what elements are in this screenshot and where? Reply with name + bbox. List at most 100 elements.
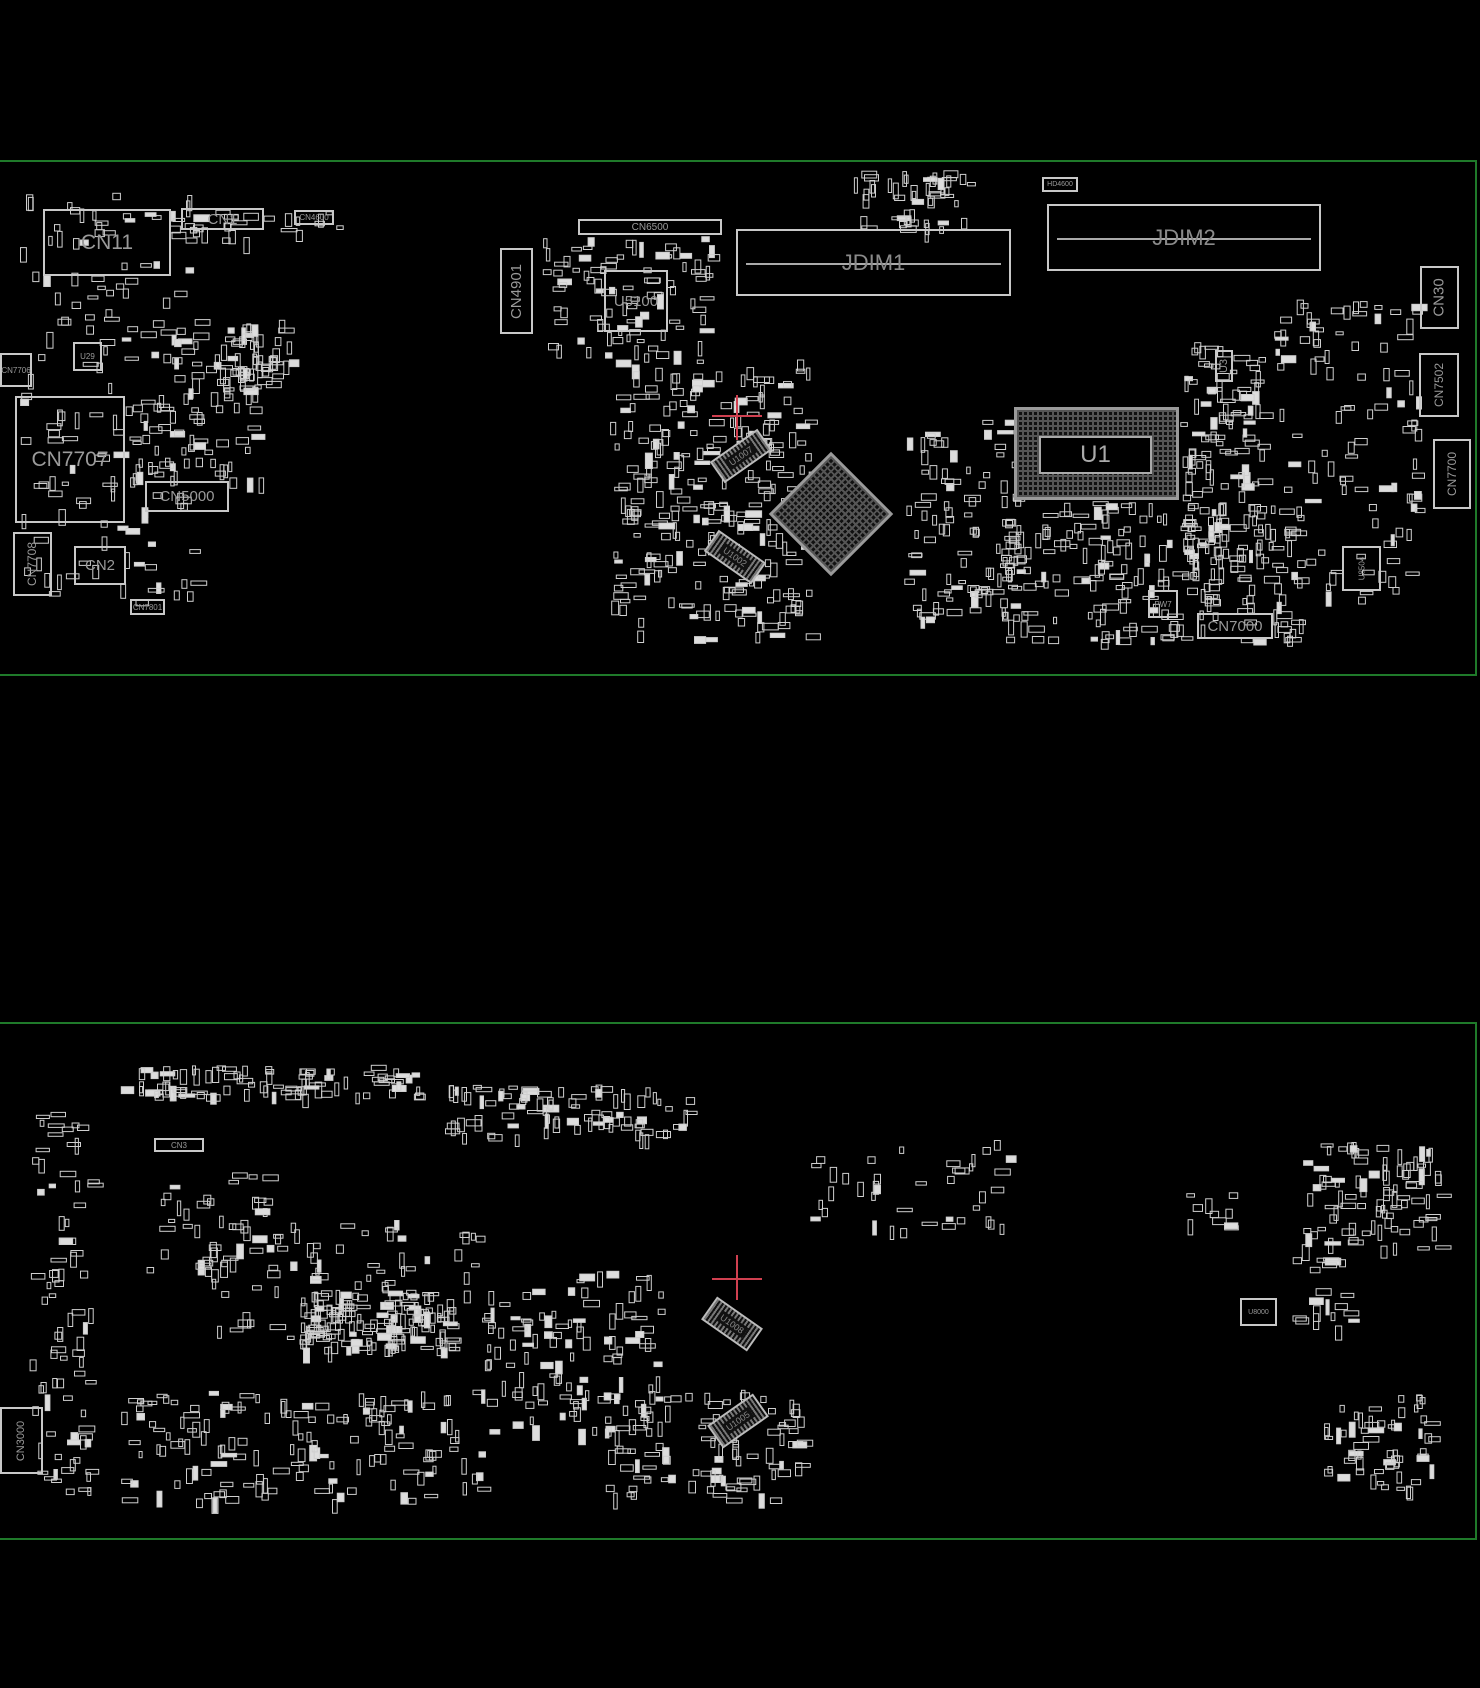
connector-cn7000[interactable]: CN7000 — [1197, 613, 1273, 639]
smd-pad — [669, 286, 677, 296]
smd-pad — [461, 1458, 467, 1475]
memory-slot-jdim1[interactable]: JDIM1 — [736, 229, 1011, 296]
smd-pad — [71, 1309, 86, 1316]
smd-pad — [192, 230, 200, 238]
chip-u8000[interactable]: U8000 — [1240, 1298, 1277, 1326]
chip-u29[interactable]: U29 — [73, 342, 102, 371]
smd-pad — [760, 1395, 767, 1404]
connector-cn7707[interactable]: CN7707 — [15, 396, 125, 523]
smd-pad — [929, 439, 937, 446]
smd-pad — [724, 604, 737, 612]
smd-pad — [471, 1263, 480, 1268]
smd-pad — [340, 1291, 352, 1299]
connector-cn2[interactable]: CN2 — [74, 546, 126, 585]
smd-pad — [791, 600, 802, 607]
connector-cn4901[interactable]: CN4901 — [500, 248, 533, 334]
connector-cn7801[interactable]: CN7801 — [130, 599, 165, 615]
smd-pad — [990, 1186, 1005, 1194]
connector-cn4600[interactable]: CN4600 — [294, 210, 334, 225]
smd-pad — [1207, 387, 1216, 395]
smd-pad — [595, 1088, 602, 1098]
smd-pad — [1392, 1242, 1398, 1256]
smd-pad — [94, 220, 109, 226]
smd-pad — [35, 1114, 50, 1120]
cpu-u1[interactable]: U1 — [1014, 407, 1179, 500]
smd-pad — [521, 1086, 539, 1092]
smd-pad — [143, 420, 148, 431]
connector-cn7700[interactable]: CN7700 — [1433, 439, 1471, 509]
smd-pad — [30, 1273, 46, 1280]
smd-pad — [713, 435, 727, 443]
smd-pad — [485, 1100, 497, 1107]
connector-cn3000[interactable]: CN3000 — [0, 1407, 43, 1474]
chip-u8504[interactable]: U8504 — [1342, 546, 1381, 591]
smd-pad — [529, 1416, 534, 1426]
smd-pad — [416, 1086, 421, 1096]
smd-pad — [178, 1093, 196, 1098]
memory-slot-jdim2[interactable]: JDIM2 — [1047, 204, 1321, 271]
smd-pad — [271, 1091, 277, 1105]
smd-pad — [124, 218, 136, 223]
smd-pad — [33, 483, 48, 489]
smd-pad — [921, 469, 930, 475]
smd-pad — [122, 288, 129, 299]
connector-cn1[interactable]: CN1 — [181, 208, 264, 230]
smd-pad — [232, 1172, 248, 1179]
smd-pad — [1296, 506, 1303, 518]
smd-pad — [169, 463, 176, 472]
smd-pad — [215, 405, 224, 414]
smd-pad — [644, 1452, 660, 1457]
smd-pad — [174, 290, 188, 298]
connector-cn7708[interactable]: CN7708 — [13, 532, 52, 596]
connector-cn7706[interactable]: CN7706 — [0, 353, 32, 387]
smd-pad — [285, 1087, 302, 1092]
smd-pad — [488, 1134, 503, 1142]
smd-pad — [1255, 542, 1261, 557]
chip-u3[interactable]: U3 — [1215, 350, 1233, 382]
connector-cn11[interactable]: CN11 — [43, 209, 171, 276]
smd-pad — [1253, 639, 1267, 646]
smd-pad — [512, 1326, 528, 1332]
connector-cn3[interactable]: CN3 — [154, 1138, 204, 1152]
part-label: PW7 — [1154, 599, 1172, 609]
smd-pad — [69, 464, 76, 474]
smd-pad — [578, 1428, 586, 1446]
smd-pad — [361, 1230, 369, 1237]
smd-pad — [1176, 624, 1184, 637]
part-hd4600[interactable]: HD4600 — [1042, 177, 1078, 192]
smd-pad — [346, 1346, 352, 1356]
smd-pad — [425, 1471, 434, 1477]
smd-pad — [208, 1244, 222, 1252]
smd-pad — [1325, 591, 1332, 607]
connector-cn7502[interactable]: CN7502 — [1419, 353, 1459, 417]
smd-pad — [1145, 554, 1151, 563]
smd-pad — [20, 437, 32, 445]
smd-pad — [249, 406, 263, 415]
smd-pad — [148, 466, 159, 474]
smd-pad — [1218, 503, 1226, 516]
smd-pad — [125, 277, 139, 285]
chip-u5100[interactable]: U5100 — [604, 270, 668, 332]
smd-pad — [358, 1393, 365, 1407]
connector-cn30[interactable]: CN30 — [1420, 266, 1459, 329]
smd-pad — [571, 246, 582, 252]
smd-pad — [994, 443, 1007, 450]
smd-pad — [489, 1429, 501, 1435]
part-label: CN30 — [1431, 278, 1449, 317]
connector-cn6500[interactable]: CN6500 — [578, 219, 722, 235]
smd-pad — [1321, 449, 1328, 457]
smd-pad — [174, 1480, 181, 1489]
smd-pad — [568, 1098, 577, 1108]
smd-pad — [472, 1389, 483, 1396]
smd-pad — [1214, 434, 1226, 440]
chip-pw7[interactable]: PW7 — [1148, 590, 1178, 618]
smd-pad — [418, 1319, 427, 1327]
smd-pad — [311, 1292, 319, 1303]
connector-cn5000[interactable]: CN5000 — [145, 481, 229, 512]
smd-pad — [766, 519, 771, 536]
smd-pad — [1317, 1226, 1327, 1232]
smd-pad — [1352, 311, 1368, 317]
smd-pad — [626, 334, 631, 343]
smd-pad — [425, 1449, 433, 1461]
smd-pad — [357, 1294, 368, 1302]
